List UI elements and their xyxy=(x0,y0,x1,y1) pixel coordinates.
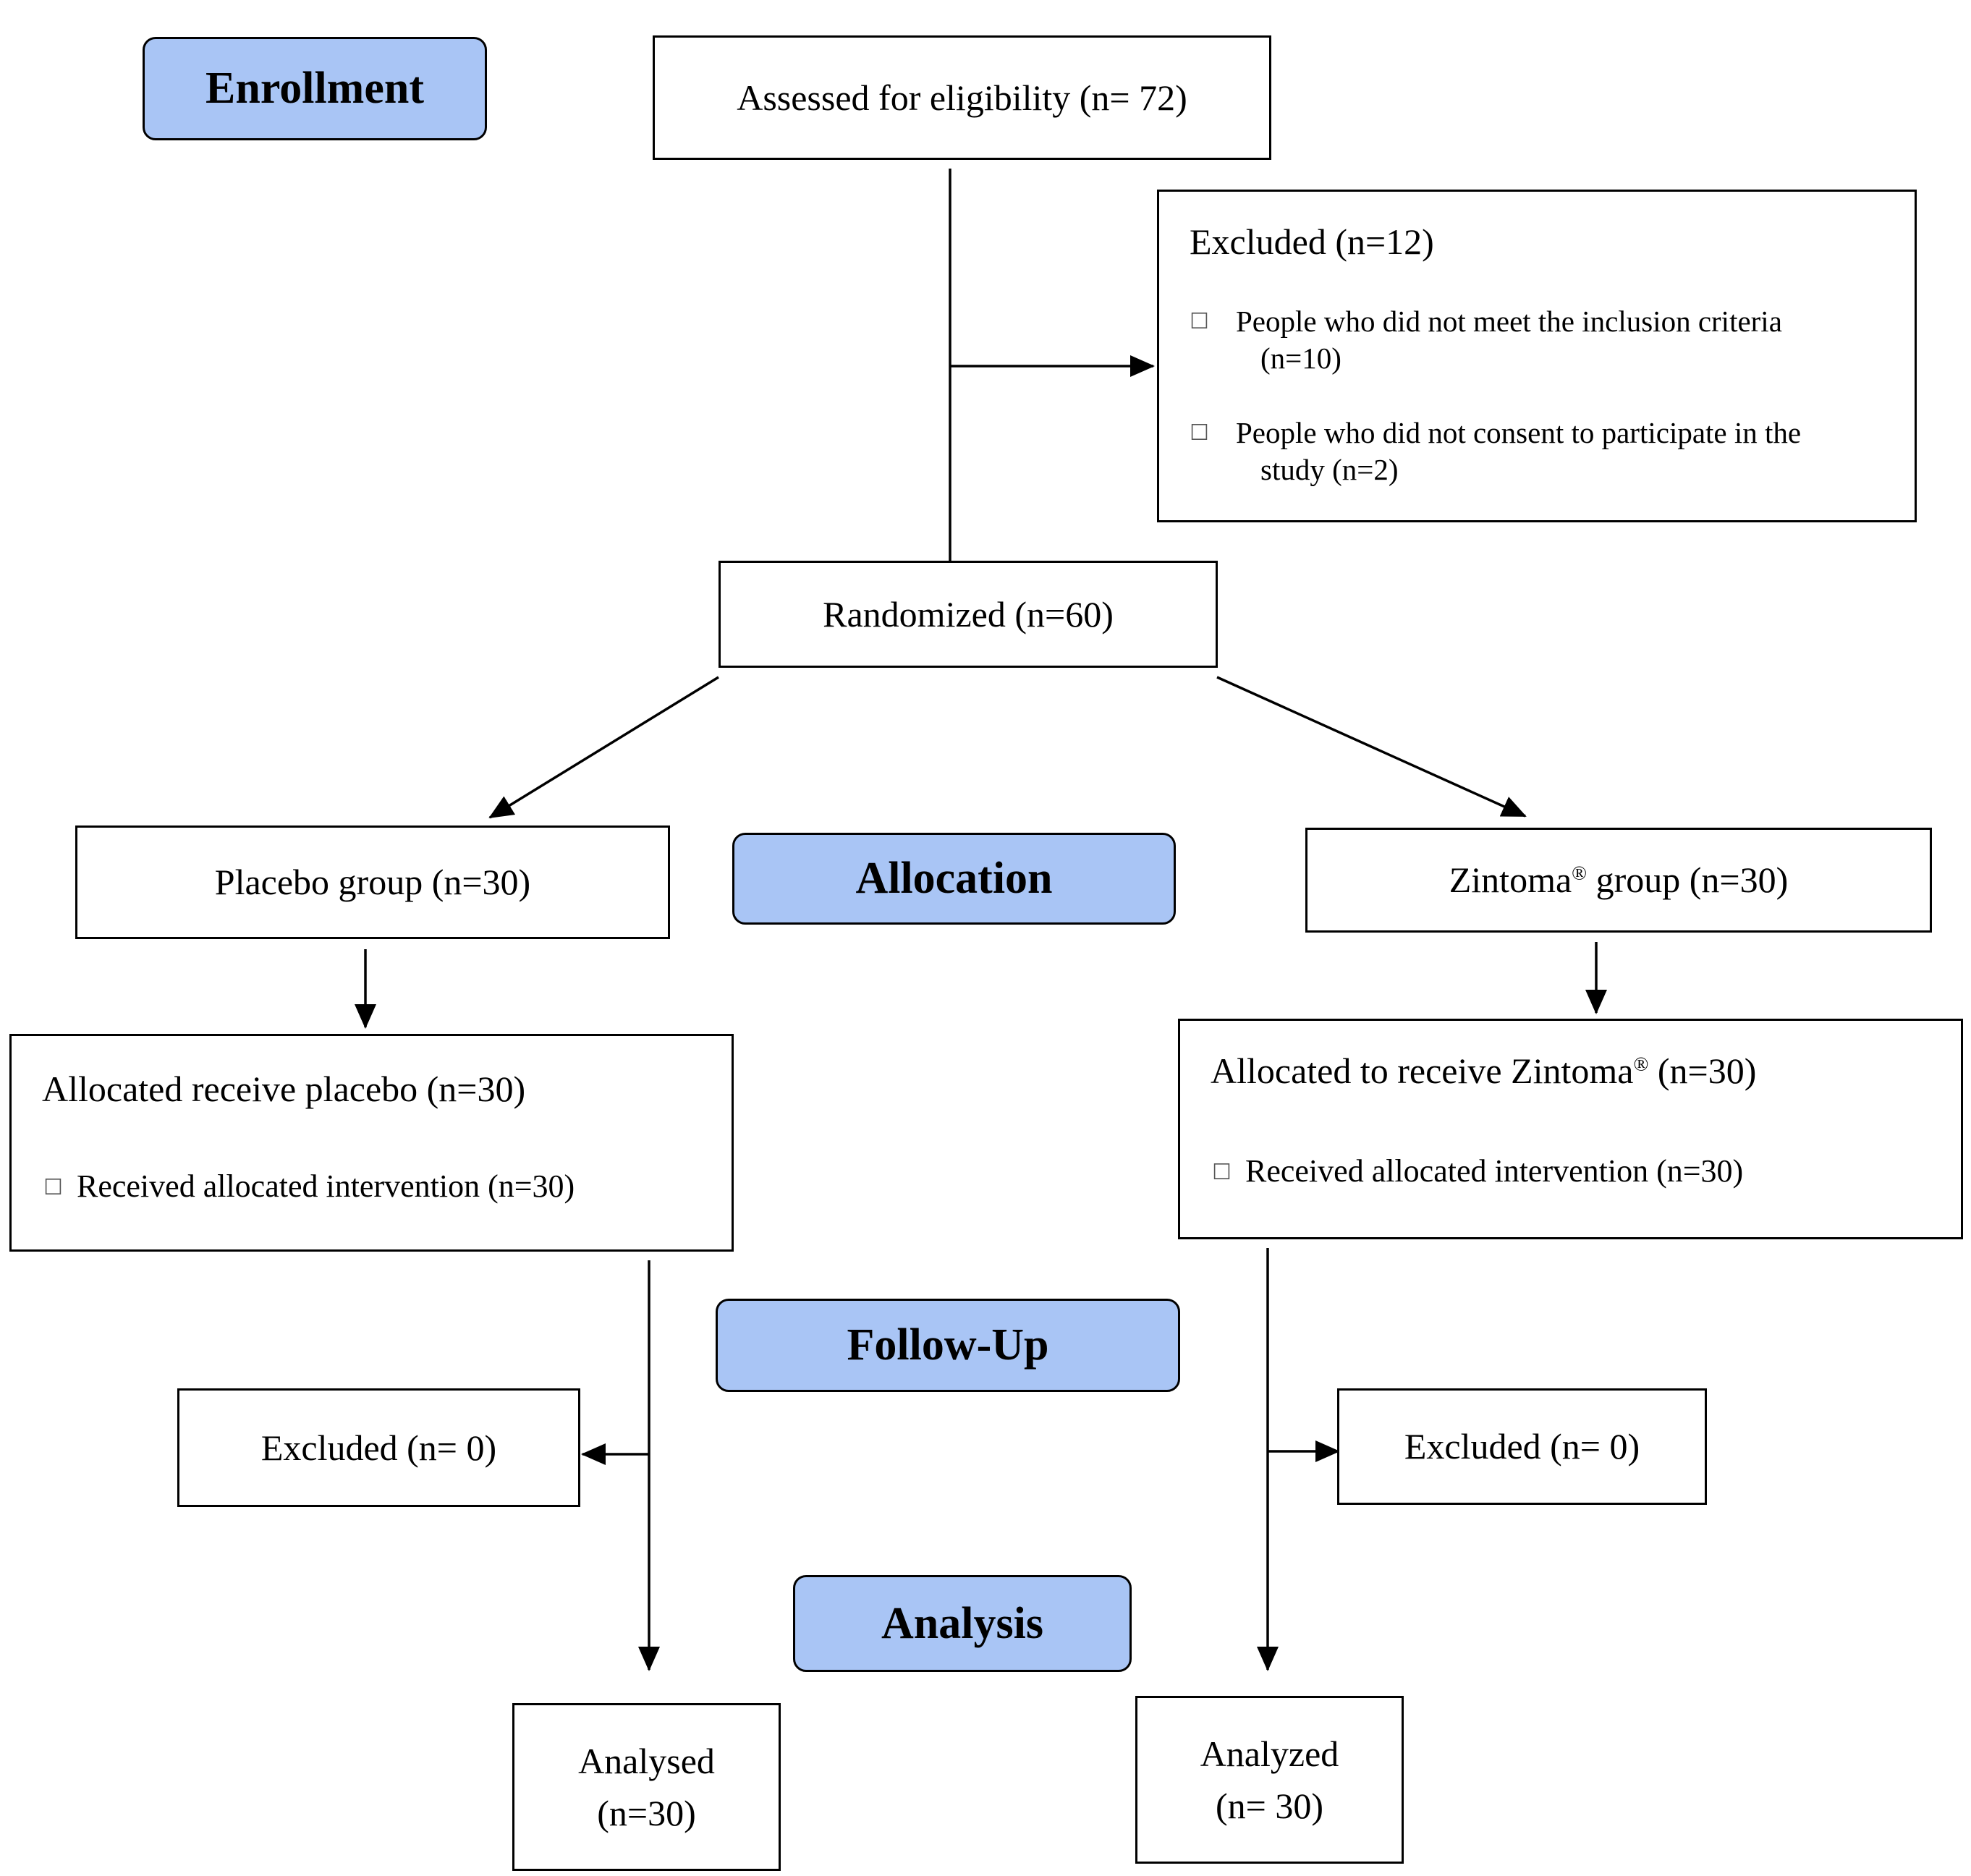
zintoma-received: Received allocated intervention (n=30) xyxy=(1245,1153,1744,1189)
excluded-enrollment-box: Excluded (n=12) ☐ People who did not mee… xyxy=(1157,190,1917,522)
exclusion-reason-criteria-line1: People who did not meet the inclusion cr… xyxy=(1236,305,1782,338)
randomized-box: Randomized (n=60) xyxy=(719,561,1218,668)
placebo-allocated-title: Allocated receive placebo (n=30) xyxy=(42,1069,526,1109)
registered-mark: ® xyxy=(1633,1052,1649,1075)
stage-allocation: Allocation xyxy=(732,833,1176,925)
zintoma-excluded-label: Excluded (n= 0) xyxy=(1404,1426,1640,1467)
checkbox-icon: ☐ xyxy=(1190,420,1209,446)
exclusion-reason-consent-line1: People who did not consent to participat… xyxy=(1236,416,1802,449)
stage-analysis-label: Analysis xyxy=(881,1598,1043,1648)
stage-follow-up-label: Follow-Up xyxy=(847,1320,1049,1370)
exclusion-reason-criteria-line2: (n=10) xyxy=(1260,341,1341,375)
placebo-analysed-line2: (n=30) xyxy=(597,1793,696,1833)
exclusion-reason-consent: People who did not consent to participat… xyxy=(1236,415,1801,489)
registered-mark: ® xyxy=(1572,861,1588,884)
zintoma-group-label: Zintoma® group (n=30) xyxy=(1449,860,1789,901)
placebo-group-label: Placebo group (n=30) xyxy=(214,862,531,903)
placebo-excluded-label: Excluded (n= 0) xyxy=(260,1427,497,1468)
zintoma-analyzed-line2: (n= 30) xyxy=(1216,1786,1323,1826)
zintoma-analyzed-box: Analyzed (n= 30) xyxy=(1135,1696,1404,1864)
placebo-analysed-line1: Analysed xyxy=(578,1740,715,1781)
stage-enrollment: Enrollment xyxy=(143,37,487,140)
checkbox-icon: ☐ xyxy=(43,1175,63,1200)
zintoma-excluded-box: Excluded (n= 0) xyxy=(1337,1388,1707,1505)
exclusion-reason-criteria: People who did not meet the inclusion cr… xyxy=(1236,303,1782,378)
placebo-allocated-box: Allocated receive placebo (n=30) ☐ Recei… xyxy=(9,1034,734,1252)
checkbox-icon: ☐ xyxy=(1212,1160,1232,1185)
excluded-enrollment-title: Excluded (n=12) xyxy=(1190,221,1434,262)
assessed-box: Assessed for eligibility (n= 72) xyxy=(653,35,1271,160)
zintoma-group-box: Zintoma® group (n=30) xyxy=(1305,828,1932,933)
placebo-group-box: Placebo group (n=30) xyxy=(75,825,670,939)
placebo-analysed-box: Analysed (n=30) xyxy=(512,1703,781,1871)
stage-allocation-label: Allocation xyxy=(855,854,1053,903)
arrow-randomized-to-placebo xyxy=(488,676,719,819)
placebo-excluded-box: Excluded (n= 0) xyxy=(177,1388,580,1507)
zintoma-allocated-title: Allocated to receive Zintoma® (n=30) xyxy=(1211,1051,1757,1091)
stage-enrollment-label: Enrollment xyxy=(205,64,424,113)
zintoma-allocated-box: Allocated to receive Zintoma® (n=30) ☐ R… xyxy=(1178,1019,1963,1239)
zintoma-analyzed-line1: Analyzed xyxy=(1200,1733,1339,1774)
arrow-randomized-to-zintoma xyxy=(1216,676,1527,818)
stage-analysis: Analysis xyxy=(793,1575,1132,1672)
placebo-received: Received allocated intervention (n=30) xyxy=(77,1168,575,1204)
randomized-label: Randomized (n=60) xyxy=(823,593,1114,634)
exclusion-reason-consent-line2: study (n=2) xyxy=(1260,453,1399,487)
checkbox-icon: ☐ xyxy=(1190,309,1209,334)
stage-follow-up: Follow-Up xyxy=(716,1299,1180,1392)
assessed-label: Assessed for eligibility (n= 72) xyxy=(737,77,1187,118)
